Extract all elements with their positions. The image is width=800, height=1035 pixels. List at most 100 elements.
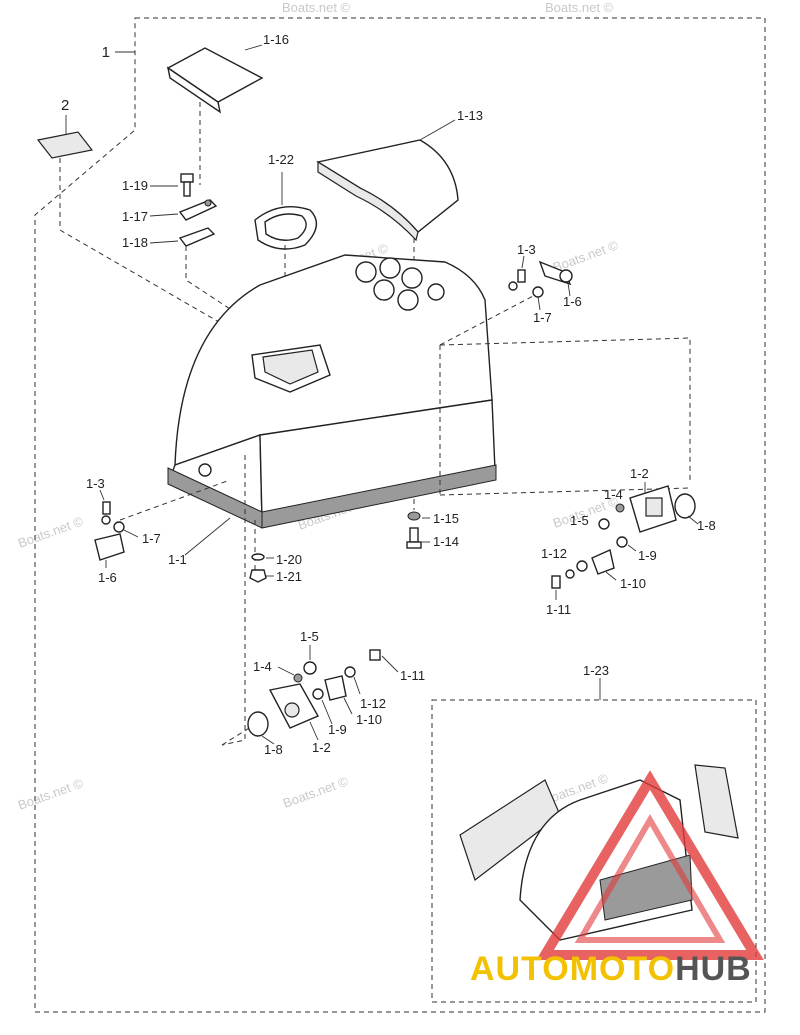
- top-cover-part: [316, 139, 459, 233]
- guide-line: [221, 455, 246, 746]
- cowling-boss: [401, 267, 423, 289]
- callout-1-5-right: 1-5: [570, 513, 589, 528]
- latch-plate: [178, 227, 216, 247]
- leader-line: [627, 544, 637, 552]
- callout-1-11-lower: 1-11: [400, 668, 425, 683]
- watermark-text: Boats.net ©: [16, 513, 86, 551]
- plate-part: [166, 47, 264, 103]
- cowling-boss: [379, 257, 401, 279]
- screw-part: [517, 269, 526, 283]
- engine-cowling: [167, 254, 497, 529]
- seal-ring: [674, 493, 696, 519]
- callout-1-22: 1-22: [268, 152, 294, 167]
- kit-boundary: [431, 699, 757, 1003]
- cowling-latch-hole: [198, 463, 212, 477]
- leader-line: [419, 119, 456, 141]
- cowling-vent-opening: [262, 349, 319, 385]
- washer-small: [251, 553, 265, 561]
- callout-1-3-left: 1-3: [86, 476, 105, 491]
- callout-1-12-right: 1-12: [541, 546, 567, 561]
- bracket-hole: [284, 702, 300, 718]
- leader-line: [149, 240, 179, 244]
- callout-1-5-lower: 1-5: [300, 629, 319, 644]
- screw-shank: [183, 181, 191, 197]
- leader-line: [353, 676, 361, 695]
- leader-line: [277, 666, 295, 676]
- callout-1-9-right: 1-9: [638, 548, 657, 563]
- callout-1-6-left: 1-6: [98, 570, 117, 585]
- leader-line: [687, 515, 699, 525]
- callout-1-20: 1-20: [276, 552, 302, 567]
- watermark-text: Boats.net ©: [16, 775, 86, 813]
- callout-1-17: 1-17: [122, 209, 148, 224]
- bracket-slot: [645, 497, 663, 517]
- washer-part: [532, 286, 544, 298]
- logo-text-automoto: AUTOMOTO: [470, 950, 676, 988]
- callout-1-23: 1-23: [583, 663, 609, 678]
- guide-line: [439, 337, 691, 480]
- callout-1-8-right: 1-8: [697, 518, 716, 533]
- nut-part: [615, 503, 625, 513]
- callout-1-2-right: 1-2: [630, 466, 649, 481]
- grommet-inner: [264, 213, 307, 241]
- cowling-boss: [373, 279, 395, 301]
- automotohub-logo: AUTOMOTOHUB: [470, 950, 752, 989]
- leader-line: [99, 489, 105, 501]
- callout-1-1: 1-1: [168, 552, 187, 567]
- callout-1-7-left: 1-7: [142, 531, 161, 546]
- leader-line: [184, 517, 231, 556]
- callout-1-19: 1-19: [122, 178, 148, 193]
- washer-part: [598, 518, 610, 530]
- leader-line: [149, 213, 179, 217]
- bolt-shank: [409, 527, 419, 543]
- cowling-boss: [427, 283, 445, 301]
- callout-1-4-lower: 1-4: [253, 659, 272, 674]
- callout-1-2-lower: 1-2: [312, 740, 331, 755]
- callout-1-12-lower: 1-12: [360, 696, 386, 711]
- lever-part: [591, 549, 615, 575]
- cowling-seal-front: [261, 464, 497, 529]
- callout-1-14: 1-14: [433, 534, 459, 549]
- leader-line: [381, 655, 399, 673]
- watermark-text: Boats.net ©: [545, 0, 614, 15]
- leader-line: [343, 697, 353, 715]
- grommet-small: [407, 511, 421, 521]
- nut-part: [303, 661, 317, 675]
- callout-1-15: 1-15: [433, 511, 459, 526]
- screw-head: [180, 173, 194, 183]
- callout-1-8-lower: 1-8: [264, 742, 283, 757]
- leader-line: [537, 296, 541, 311]
- cowling-boss: [355, 261, 377, 283]
- leader-line: [321, 699, 333, 725]
- leader-line: [567, 282, 571, 297]
- kit-decal-right: [694, 764, 739, 839]
- callout-2: 2: [61, 97, 69, 114]
- callout-1-4-right: 1-4: [604, 487, 623, 502]
- screw-part: [551, 575, 561, 589]
- washer-part: [616, 536, 628, 548]
- lever-part: [324, 675, 347, 701]
- callout-1-9-lower: 1-9: [328, 722, 347, 737]
- washer-part: [113, 521, 125, 533]
- guide-line: [59, 158, 251, 341]
- logo-triangle-icon: [536, 770, 764, 960]
- washer-part: [576, 560, 588, 572]
- leader-line: [244, 44, 263, 51]
- leader-line: [123, 529, 139, 538]
- top-cover-lip: [317, 160, 419, 242]
- hinge-pivot: [559, 269, 573, 283]
- assembly-boundary: [34, 17, 766, 1013]
- callout-1-7-upper: 1-7: [533, 310, 552, 325]
- callout-1-11-right: 1-11: [546, 602, 571, 617]
- screw-part: [369, 649, 381, 661]
- nut-small: [249, 569, 267, 583]
- plate-edge: [166, 66, 222, 114]
- watermark-text: Boats.net ©: [281, 773, 351, 811]
- washer-part: [344, 666, 356, 678]
- logo-text-hub: HUB: [675, 950, 752, 988]
- decal-part: [36, 131, 94, 159]
- screw-washer: [101, 515, 111, 525]
- seal-ring: [247, 711, 269, 737]
- logo-triangle-inner-icon: [574, 814, 726, 943]
